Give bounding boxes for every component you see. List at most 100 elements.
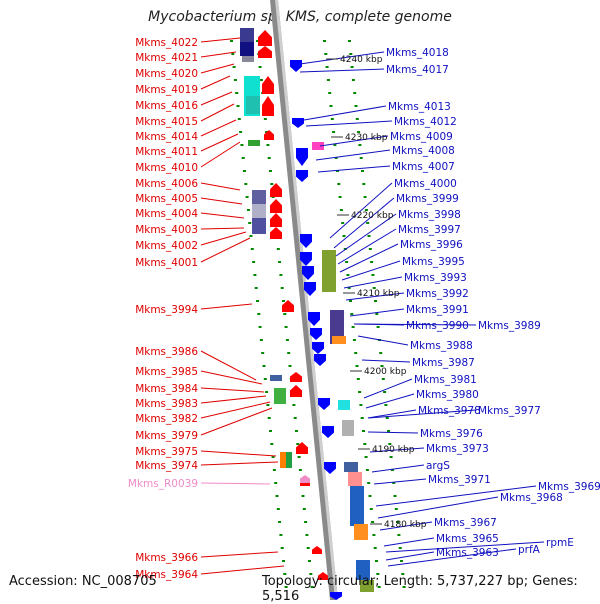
tick-mark [397,534,401,536]
gene-label-left: Mkms_3986 [135,346,198,358]
kbp-tick-label: 4240 kbp [340,55,383,65]
tick-mark [373,547,377,549]
gene-label-right: Mkms_3997 [398,224,461,236]
tick-mark [347,287,351,289]
gene-segment [248,140,260,146]
label-connector [333,197,395,249]
kbp-tick-label: 4230 kbp [345,133,388,143]
tick-mark [269,430,272,432]
tick-mark [254,287,258,289]
gene-label-left: Mkms_3984 [135,383,198,395]
gene-label-left: Mkms_4020 [135,68,198,80]
label-connector [305,120,393,127]
gene-segment [360,580,374,592]
tick-mark [280,547,284,549]
label-connector [200,227,245,230]
tick-mark [230,40,233,42]
gene-label-left: Mkms_4019 [135,84,198,96]
tick-mark [350,313,354,315]
label-connector [299,68,385,73]
tick-mark [258,66,262,68]
tick-mark [246,209,250,211]
label-connector [200,51,237,58]
reverse-gene-arrow [314,354,326,366]
label-connector [377,496,499,519]
tick-mark [384,404,388,406]
tick-mark [354,105,358,107]
label-connector [200,387,265,393]
tick-mark [338,196,342,198]
gene-segment [332,336,346,344]
tick-mark [369,508,373,510]
tick-mark [284,326,288,328]
gene-segment [344,462,358,472]
gene-label-right: Mkms_4009 [390,131,453,143]
label-connector [200,395,267,404]
gene-label-left: Mkms_3985 [135,366,198,378]
gene-label-right: Mkms_4012 [394,116,457,128]
forward-gene-arrow [318,572,328,580]
gene-label-right: Mkms_3996 [400,239,463,251]
label-connector [357,335,409,346]
tick-mark [282,560,285,562]
gene-label-right: Mkms_4008 [392,145,455,157]
gene-segment [356,560,370,580]
tick-mark [385,417,389,419]
tick-mark [359,404,363,406]
tick-mark [278,261,282,263]
tick-mark [253,274,257,276]
tick-mark [301,495,305,497]
tick-mark [283,313,287,315]
tick-mark [365,469,369,471]
gene-label-right: Mkms_3963 [436,547,499,559]
forward-gene-arrow [290,372,302,382]
label-connector [200,237,251,263]
tick-mark [358,144,362,146]
tick-mark [250,248,254,250]
gene-label-right: rpmE [546,537,574,549]
tick-mark [366,222,370,224]
tick-mark [261,352,265,354]
tick-mark [336,170,339,172]
kbp-tick-label: 4210 kbp [357,289,400,299]
tick-mark [306,547,310,549]
gene-label-right: Mkms_3990 [406,320,469,332]
label-connector [200,212,245,219]
tick-mark [293,417,297,419]
tick-mark [326,79,330,81]
kbp-tick-label: 4200 kbp [364,367,407,377]
gene-label-left: Mkms_4011 [135,146,198,158]
tick-mark [396,521,400,523]
tick-mark [352,339,356,341]
tick-mark [346,274,350,276]
tick-mark [280,287,284,289]
gene-segment [246,96,260,114]
tick-mark [330,118,334,120]
tick-mark [398,547,402,549]
tick-layer [230,40,406,588]
tick-mark [271,456,275,458]
tick-mark [279,534,283,536]
tick-mark [270,443,274,445]
label-connector [367,409,477,419]
tick-mark [276,508,280,510]
tick-mark [252,261,256,263]
label-connector [200,197,243,205]
label-connector [379,521,433,531]
gene-segment [342,420,354,436]
tick-mark [297,456,301,458]
label-connector [319,135,389,147]
tick-mark [374,300,377,302]
tick-mark [239,131,243,133]
tick-mark [236,105,240,107]
tick-mark [235,92,239,94]
label-connector [200,401,271,419]
tick-mark [355,118,359,120]
gene-segment [338,400,350,410]
tick-mark [259,79,263,81]
tick-mark [337,183,341,185]
tick-mark [362,183,366,185]
forward-gene-arrow [270,199,282,213]
